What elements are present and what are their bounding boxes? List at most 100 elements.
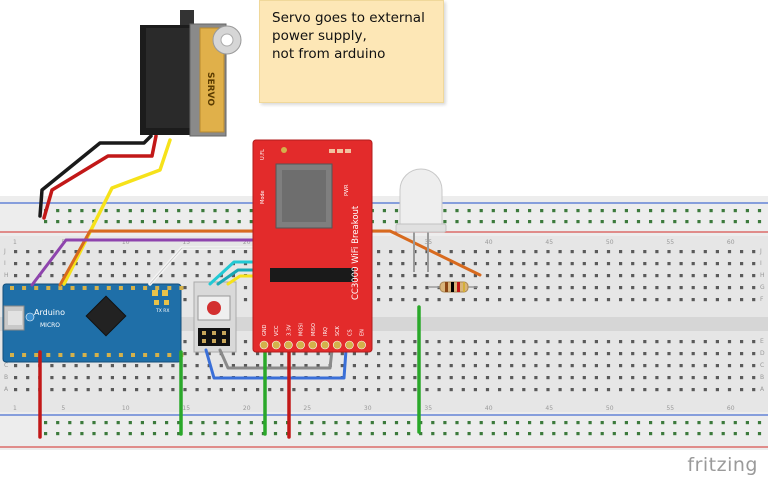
breadboard-hole [691,262,695,266]
breadboard-hole [358,421,362,425]
breadboard-hole [721,421,725,425]
breadboard-hole [249,220,253,224]
breadboard-hole [503,432,507,436]
wire-blue [204,348,348,380]
breadboard-hole [273,432,278,436]
breadboard-hole [612,432,616,436]
breadboard-hole [377,352,381,356]
breadboard-hole [147,376,151,380]
breadboard-hole [219,262,223,266]
breadboard-hole [528,220,532,224]
column-number: 30 [364,405,372,412]
breadboard-hole [467,209,471,213]
breadboard-hole [558,298,562,302]
breadboard-hole [116,421,120,425]
breadboard-hole [256,364,260,368]
breadboard-hole [655,274,659,278]
breadboard-hole [727,376,732,380]
breadboard-hole [128,432,132,436]
breadboard-hole [316,364,320,368]
breadboard-hole [86,364,90,368]
breadboard-hole [546,298,550,302]
breadboard-hole [703,286,707,290]
breadboard-hole [691,364,695,368]
wifi-pin-label: MISO [311,323,317,336]
breadboard-hole [243,298,248,302]
breadboard-hole [485,340,490,344]
breadboard-hole [673,220,677,224]
breadboard-hole [510,262,514,266]
breadboard-hole [522,286,526,290]
breadboard-hole [237,220,241,224]
breadboard-hole [757,209,762,213]
breadboard-hole [636,209,641,213]
breadboard-hole [334,421,338,425]
breadboard-hole [643,250,647,254]
breadboard-hole [298,421,302,425]
breadboard-hole [485,364,490,368]
breadboard-hole [74,388,78,392]
breadboard-hole [122,388,127,392]
breadboard-hole [522,352,526,356]
breadboard-hole [377,274,381,278]
breadboard-hole [667,376,671,380]
breadboard-hole [546,340,550,344]
column-number: 50 [606,239,614,246]
breadboard-hole [570,376,574,380]
breadboard-hole [594,262,598,266]
breadboard-hole [703,388,707,392]
breadboard-hole [231,352,235,356]
breadboard-hole [715,364,719,368]
breadboard-hole [485,352,490,356]
breadboard-hole [86,250,90,254]
breadboard-hole [697,421,701,425]
breadboard-hole [546,262,550,266]
breadboard-hole [745,209,749,213]
breadboard-hole [558,364,562,368]
breadboard-hole [322,432,326,436]
breadboard-hole [606,286,611,290]
breadboard-hole [413,286,417,290]
breadboard-hole [183,274,187,278]
note-line-3: not from arduino [272,46,386,62]
breadboard-hole [334,432,338,436]
breadboard-hole [522,376,526,380]
breadboard-hole [467,421,471,425]
breadboard-hole [703,274,707,278]
breadboard-hole [510,286,514,290]
breadboard-hole [594,286,598,290]
breadboard-hole [619,274,623,278]
breadboard-hole [268,364,272,368]
breadboard-hole [570,262,574,266]
breadboard-hole [510,352,514,356]
arduino-model-text: MICRO [40,322,60,329]
column-number: 45 [545,239,553,246]
breadboard-hole [171,376,175,380]
column-number: 25 [303,405,311,412]
breadboard-hole [382,432,386,436]
breadboard-hole [340,364,344,368]
breadboard-hole [697,209,701,213]
breadboard-hole [582,364,586,368]
breadboard-hole [249,421,253,425]
wifi-pin [332,340,342,350]
breadboard-hole [352,388,356,392]
breadboard-hole [140,421,144,425]
breadboard-hole [310,432,314,436]
breadboard-hole [510,388,514,392]
breadboard-hole [159,274,163,278]
breadboard-hole [594,250,598,254]
breadboard-hole [619,376,623,380]
breadboard-hole [44,432,48,436]
breadboard-hole [619,262,623,266]
row-letter: E [760,338,764,345]
breadboard-hole [98,364,102,368]
breadboard-hole [606,250,611,254]
breadboard-hole [752,286,756,290]
breadboard-hole [624,209,628,213]
breadboard-hole [14,262,18,266]
breadboard-hole [171,262,175,266]
breadboard-hole [213,421,217,425]
breadboard-hole [152,209,157,213]
breadboard-hole [582,262,586,266]
